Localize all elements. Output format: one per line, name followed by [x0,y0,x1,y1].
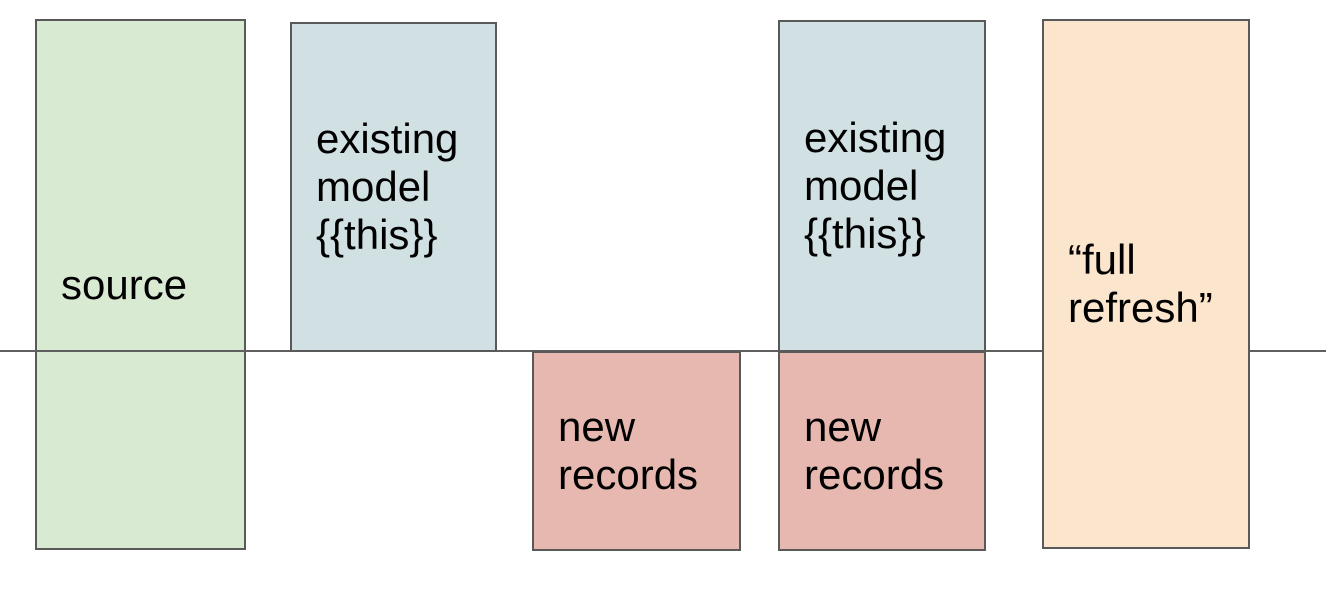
new-records-label-line2: records [558,451,699,498]
new-records-label-line1: new [558,403,636,450]
new-records-box-right: new records [778,351,986,551]
existing-model-box-right: existing model {{this}} [778,20,986,352]
existing-model-label-line3: {{this}} [804,210,926,257]
existing-model-label-line1: existing [804,114,947,161]
new-records-box-left: new records [532,351,741,551]
new-records-label-line1: new [804,403,882,450]
full-refresh-label-line2: refresh” [1068,284,1213,331]
existing-model-label-line1: existing [316,115,459,162]
source-label: source [61,260,188,308]
existing-model-label-line2: model [804,162,919,209]
source-box: source [35,19,246,550]
full-refresh-box: “full refresh” [1042,19,1250,549]
existing-model-label-line2: model [316,163,431,210]
full-refresh-label-line1: “full [1068,236,1136,283]
existing-model-label-line3: {{this}} [316,211,438,258]
existing-model-box-left: existing model {{this}} [290,22,497,352]
new-records-label-line2: records [804,451,945,498]
